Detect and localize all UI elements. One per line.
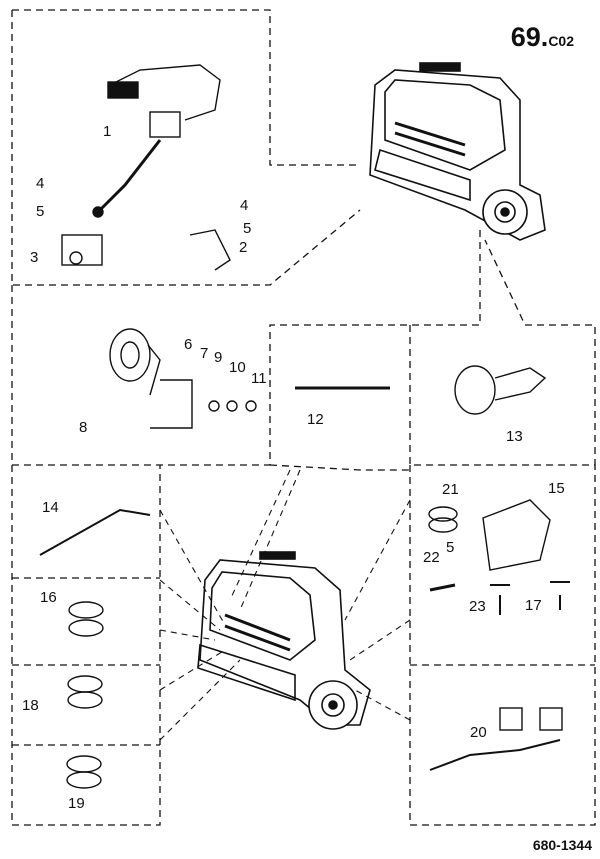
page-number-main: 69. — [510, 22, 549, 52]
part-label-5b: 5 — [243, 220, 251, 237]
part-label-7: 7 — [200, 345, 208, 362]
part-label-14: 14 — [42, 499, 59, 516]
component-sketches — [39, 64, 570, 789]
part-label-16: 16 — [40, 589, 57, 606]
part-label-4b: 4 — [240, 197, 248, 214]
part-label-3: 3 — [30, 249, 38, 266]
part-label-1: 1 — [103, 123, 111, 140]
part-label-8: 8 — [79, 419, 87, 436]
part-label-23: 23 — [469, 598, 486, 615]
part-label-10: 10 — [229, 359, 246, 376]
page-number-suffix: C02 — [548, 33, 574, 49]
part-label-20: 20 — [470, 724, 487, 741]
part-label-2: 2 — [239, 239, 247, 256]
page-number: 69.C02 — [511, 22, 574, 53]
part-label-4a: 4 — [36, 175, 44, 192]
part-label-12: 12 — [307, 411, 324, 428]
part-label-6: 6 — [184, 336, 192, 353]
part-label-17: 17 — [525, 597, 542, 614]
part-label-21: 21 — [442, 481, 459, 498]
truck-top — [369, 62, 546, 241]
part-label-22: 22 — [423, 549, 440, 566]
part-label-15: 15 — [548, 480, 565, 497]
panel-borders — [11, 9, 596, 826]
truck-bottom — [197, 551, 371, 730]
part-label-13: 13 — [506, 428, 523, 445]
part-label-19: 19 — [68, 795, 85, 812]
part-label-5a: 5 — [36, 203, 44, 220]
document-number: 680-1344 — [532, 837, 592, 853]
leader-lines — [159, 469, 411, 741]
part-labels: 1 2 3 4 4 5 5 5 6 7 8 9 10 11 12 13 14 1… — [22, 123, 565, 812]
part-label-9: 9 — [214, 349, 222, 366]
part-label-18: 18 — [22, 697, 39, 714]
part-label-5c: 5 — [446, 539, 454, 556]
part-label-11: 11 — [251, 370, 267, 387]
